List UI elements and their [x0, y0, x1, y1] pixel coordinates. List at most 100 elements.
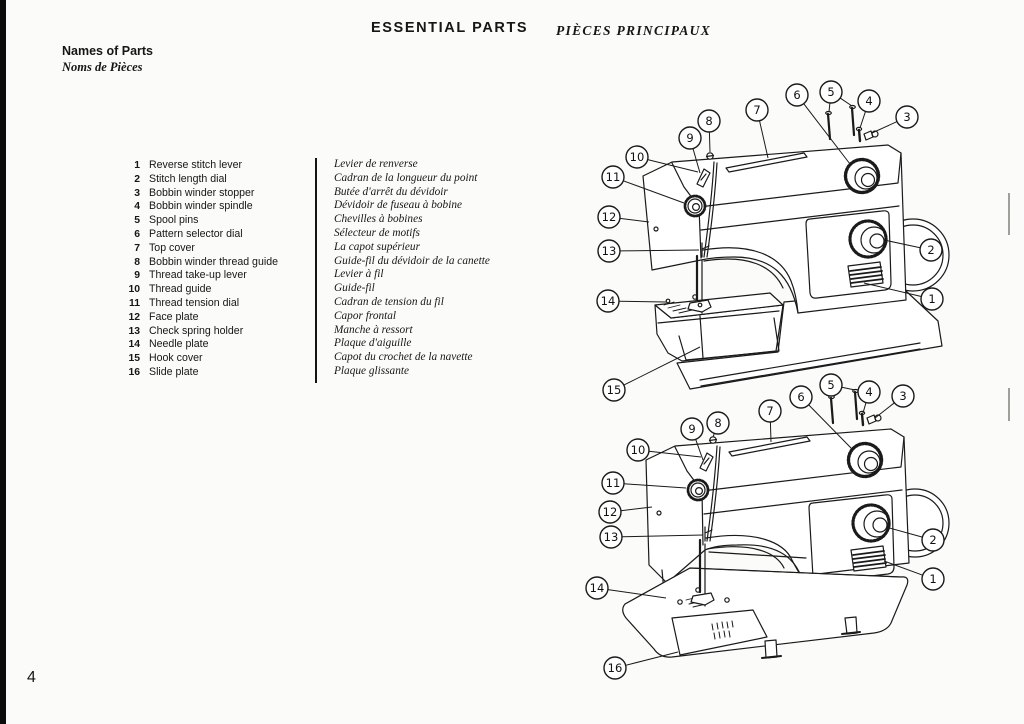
callout-leader-line — [692, 148, 701, 174]
callout-leader-line — [618, 300, 667, 303]
part-label-fr: Manche à ressort — [334, 323, 413, 336]
callout-number-4: 4 — [865, 385, 872, 399]
section-title-french: Noms de Pièces — [62, 60, 143, 74]
part-number: 8 — [134, 256, 140, 268]
callout-leader-line — [607, 589, 667, 599]
callout-circle-3 — [895, 105, 919, 129]
callout-circle-3 — [891, 384, 915, 408]
callout-number-12: 12 — [603, 505, 618, 519]
page-number: 4 — [27, 669, 36, 686]
part-label-en: Thread guide — [149, 283, 212, 296]
part-number: 3 — [134, 187, 140, 199]
part-label-fr: Sélecteur de motifs — [334, 226, 420, 239]
part-number: 12 — [128, 311, 140, 323]
callout-leader-line — [803, 103, 851, 165]
part-label-fr: Plaque d'aiguille — [334, 337, 412, 350]
callout-number-9: 9 — [688, 422, 695, 436]
part-number: 10 — [128, 284, 140, 296]
part-label-en: Slide plate — [149, 365, 199, 378]
callout-number-4: 4 — [865, 94, 872, 108]
callout-number-6: 6 — [793, 88, 800, 102]
callout-leader-line — [839, 97, 853, 107]
part-number: 15 — [128, 353, 140, 365]
callout-leader-line — [623, 180, 685, 204]
page-title-french: PIÈCES PRINCIPAUX — [556, 23, 712, 38]
callout-leader-line — [862, 402, 867, 414]
part-number: 9 — [134, 270, 140, 282]
callout-leader-line — [625, 651, 679, 666]
part-row-en: 8 Bobbin winder thread guide — [124, 256, 316, 270]
parts-list-en: 1 Reverse stitch lever 2 Stitch length dial… — [124, 159, 316, 380]
callout-leader-line — [885, 526, 923, 538]
part-label-en: Bobbin winder spindle — [149, 200, 253, 213]
callout-circle-7 — [745, 98, 769, 122]
callout-number-3: 3 — [899, 389, 906, 403]
part-label-en: Thread take-up lever — [149, 269, 247, 282]
part-label-fr: Levier à fil — [334, 268, 384, 281]
callout-number-3: 3 — [903, 110, 910, 124]
part-label-en: Thread tension dial — [149, 296, 240, 309]
part-label-en: Pattern selector dial — [149, 227, 243, 240]
callout-number-12: 12 — [602, 210, 617, 224]
callout-number-2: 2 — [927, 243, 934, 257]
part-label-en: Stitch length dial — [149, 172, 227, 185]
part-label-en: Bobbin winder thread guide — [149, 255, 278, 268]
callout-circle-11 — [601, 471, 625, 495]
part-number: 2 — [134, 173, 140, 185]
part-number: 16 — [128, 366, 140, 378]
callout-number-7: 7 — [766, 404, 773, 418]
callout-circle-11 — [601, 165, 625, 189]
callout-leader-line — [623, 346, 701, 386]
part-label-en: Check spring holder — [149, 324, 244, 337]
callout-leader-line — [620, 506, 653, 512]
part-row-en: 1 Reverse stitch lever — [124, 159, 316, 173]
callout-circle-2 — [921, 528, 945, 552]
part-number: 1 — [134, 160, 140, 171]
part-row-en: 9 Thread take-up lever — [124, 269, 316, 283]
part-row-en: 12 Face plate — [124, 311, 316, 325]
page-title-english: ESSENTIAL PARTS — [371, 20, 529, 36]
callout-circle-15 — [602, 378, 626, 402]
part-label-fr: Guide-fil du dévidoir de la canette — [334, 254, 490, 267]
sewing-machine-illustration-top — [642, 103, 950, 390]
scan-artifact — [1008, 193, 1010, 235]
scan-gutter-bar — [0, 0, 6, 724]
callout-number-5: 5 — [827, 85, 834, 99]
part-label-en: Top cover — [149, 241, 195, 254]
callout-number-1: 1 — [929, 572, 936, 586]
scan-artifact — [1008, 388, 1010, 421]
part-label-fr: Capor frontal — [334, 309, 397, 322]
callout-number-11: 11 — [606, 476, 621, 490]
callout-number-16: 16 — [608, 661, 623, 675]
part-number: 4 — [134, 201, 140, 213]
part-label-fr: Plaque glissante — [334, 364, 409, 377]
callout-circle-7 — [758, 399, 782, 423]
callout-circle-12 — [597, 205, 621, 229]
part-number: 13 — [128, 325, 140, 337]
part-label-en: Needle plate — [149, 338, 209, 351]
callout-number-5: 5 — [827, 378, 834, 392]
callout-circle-6 — [785, 83, 809, 107]
callout-circle-12 — [598, 500, 622, 524]
callout-number-1: 1 — [928, 292, 935, 306]
callout-circle-14 — [596, 289, 620, 313]
part-label-en: Bobbin winder stopper — [149, 186, 255, 199]
callout-leader-line — [883, 560, 923, 576]
part-row-en: 10 Thread guide — [124, 283, 316, 297]
part-row-en: 3 Bobbin winder stopper — [124, 187, 316, 201]
part-label-en: Face plate — [149, 310, 199, 323]
callout-number-10: 10 — [630, 150, 645, 164]
callout-leader-line — [759, 120, 769, 159]
part-label-fr: Cadran de la longueur du point — [334, 171, 478, 184]
callout-leader-line — [808, 404, 853, 450]
callout-leader-line — [871, 121, 898, 134]
part-row-en: 16 Slide plate — [124, 366, 316, 380]
part-label-en: Reverse stitch lever — [149, 159, 243, 171]
callout-leader-line — [769, 421, 772, 443]
